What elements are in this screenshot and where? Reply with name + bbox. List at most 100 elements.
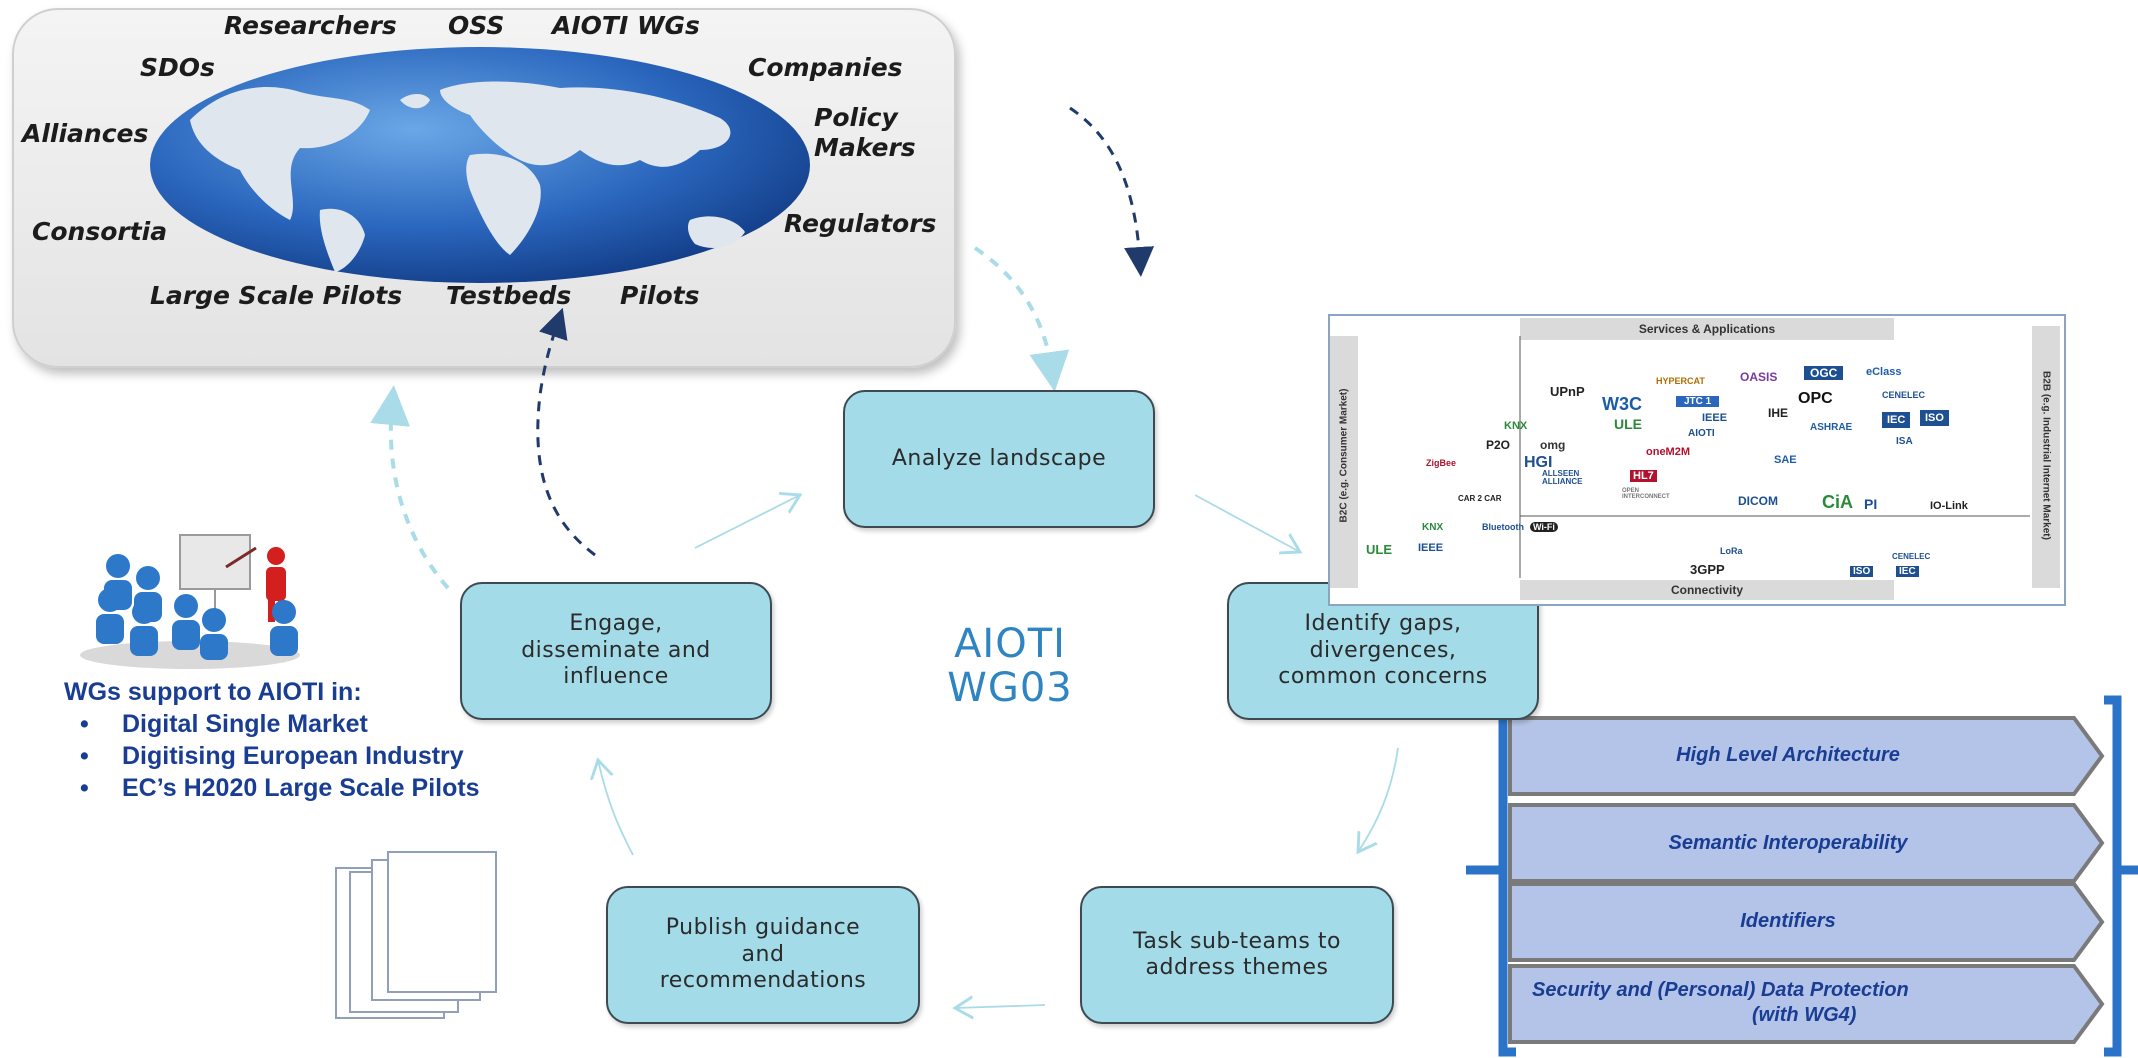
step-publish-label-2: and (741, 941, 785, 967)
logo-omg: omg (1540, 438, 1566, 452)
label-companies: Companies (748, 53, 903, 82)
landscape-top-label: Services & Applications (1520, 318, 1894, 340)
logo-wifi: Wi-Fi (1530, 522, 1558, 532)
step-identify-label-2: divergences, (1309, 637, 1457, 663)
logo-ogc: OGC (1804, 366, 1844, 380)
logo-allseen: ALLSEEN ALLIANCE (1542, 469, 1583, 486)
step-analyze-landscape: Analyze landscape (843, 390, 1155, 528)
support-item-label: Digital Single Market (122, 710, 368, 738)
step-engage: Engage, disseminate and influence (460, 582, 772, 720)
cycle-center-title: AIOTI WG03 (880, 622, 1140, 710)
workgroup-label-2: (with WG4) (1752, 1004, 1857, 1026)
logo-bluetooth: Bluetooth (1482, 522, 1524, 532)
landscape-left-bar (1330, 336, 1358, 588)
logo-ule: ULE (1614, 416, 1642, 432)
label-pilots: Pilots (620, 281, 700, 310)
globe-image (150, 47, 810, 283)
logo-opc: OPC (1798, 390, 1833, 407)
step-publish-guidance: Publish guidance and recommendations (606, 886, 920, 1024)
logo-3gpp: 3GPP (1690, 562, 1725, 577)
support-item-digitising-industry: • Digitising European Industry (80, 742, 464, 771)
logo-cenelec-2: CENELEC (1892, 552, 1931, 561)
logo-iso-2: ISO (1850, 566, 1874, 577)
workgroup-label: High Level Architecture (1676, 743, 1900, 766)
logo-car2car: CAR 2 CAR (1458, 494, 1502, 503)
logo-zigbee: ZigBee (1426, 458, 1457, 468)
logo-iec-2: IEC (1896, 566, 1919, 577)
logo-knx-2: KNX (1422, 522, 1444, 533)
logo-hypercat: HYPERCAT (1656, 376, 1705, 386)
logo-ieee-2: IEEE (1418, 542, 1444, 554)
label-policy-makers-1: Policy (814, 103, 898, 132)
step-identify-label-1: Identify gaps, (1304, 611, 1462, 637)
workgroup-high-level-architecture: High Level Architecture (1508, 718, 2100, 792)
logo-cenelec: CENELEC (1882, 390, 1926, 400)
bullet-icon: • (80, 742, 89, 770)
presentation-audience-icon (80, 534, 300, 669)
workgroup-chevrons (1508, 716, 2105, 1044)
step-task-sub-teams: Task sub-teams to address themes (1080, 886, 1394, 1024)
label-testbeds: Testbeds (446, 281, 572, 310)
standards-landscape-image: Services & Applications Connectivity B2C… (1328, 314, 2066, 606)
logo-knx: KNX (1504, 420, 1528, 432)
label-aioti-wgs: AIOTI WGs (552, 11, 700, 40)
logo-ieee: IEEE (1702, 412, 1728, 424)
logo-jtc1: JTC 1 (1676, 396, 1720, 407)
logo-dicom: DICOM (1738, 494, 1778, 508)
support-item-label: Digitising European Industry (122, 742, 464, 770)
logo-cia: CiA (1822, 492, 1853, 512)
logo-aioti: AIOTI (1688, 428, 1715, 439)
workgroup-label: Semantic Interoperability (1668, 831, 1908, 854)
logo-isa: ISA (1896, 436, 1913, 447)
landscape-bottom-label: Connectivity (1520, 580, 1894, 600)
bullet-icon: • (80, 774, 89, 802)
support-item-digital-single-market: •Digital Single Market (80, 710, 368, 739)
logo-eclass: eClass (1866, 366, 1902, 378)
logo-io-link: IO-Link (1930, 500, 1968, 512)
logo-sae: SAE (1774, 454, 1797, 466)
workgroup-label: Security and (Personal) Data Protection (1532, 979, 1909, 1001)
workgroup-identifiers: Identifiers (1508, 884, 2100, 958)
logo-hl7: HL7 (1630, 470, 1657, 482)
workgroup-semantic-interoperability: Semantic Interoperability (1508, 806, 2100, 880)
logo-iec: IEC (1882, 412, 1911, 428)
landscape-right-bar (2032, 326, 2060, 588)
label-sdos: SDOs (140, 53, 215, 82)
support-item-label: EC’s H2020 Large Scale Pilots (122, 774, 480, 802)
logo-onem2m: oneM2M (1646, 446, 1690, 458)
label-researchers: Researchers (224, 11, 397, 40)
step-engage-label-3: influence (563, 664, 669, 690)
label-policy-makers-2: Makers (814, 133, 916, 162)
step-publish-label-3: recommendations (659, 968, 867, 994)
label-large-scale-pilots: Large Scale Pilots (150, 281, 403, 310)
center-title-line-1: AIOTI (954, 621, 1066, 667)
landscape-axes (1519, 336, 2030, 578)
logo-upnp: UPnP (1550, 384, 1585, 399)
logo-lora: LoRa (1720, 546, 1743, 556)
logo-iso: ISO (1920, 410, 1949, 426)
logo-hgi: HGI (1524, 454, 1553, 471)
step-engage-label-1: Engage, (569, 611, 663, 637)
step-task-label-2: address themes (1145, 955, 1329, 980)
label-consortia: Consortia (32, 217, 168, 246)
label-alliances: Alliances (22, 119, 149, 148)
workgroup-label-block: Security and (Personal) Data Protection … (1508, 966, 2068, 1040)
center-title-line-2: WG03 (947, 665, 1073, 711)
label-regulators: Regulators (784, 209, 937, 238)
logo-open-interconnect: OPEN INTERCONNECT (1622, 488, 1670, 500)
logo-w3c: W3C (1602, 394, 1642, 414)
logo-pi: PI (1864, 496, 1878, 512)
step-task-label-1: Task sub-teams to (1133, 928, 1341, 954)
workgroup-security-data-protection: Security and (Personal) Data Protection … (1508, 966, 2100, 1040)
logo-ashrae: ASHRAE (1810, 422, 1853, 433)
logo-ule-2: ULE (1366, 542, 1392, 557)
logo-ihe: IHE (1768, 406, 1789, 420)
documents-icon (335, 851, 497, 1019)
label-oss: OSS (448, 11, 505, 40)
step-publish-label-1: Publish guidance (665, 915, 861, 941)
logo-oasis: OASIS (1740, 370, 1778, 384)
step-identify-label-3: common concerns (1278, 664, 1488, 690)
support-title: WGs support to AIOTI in: (64, 678, 362, 706)
step-analyze-label: Analyze landscape (891, 445, 1107, 471)
logo-p2o: P2O (1486, 438, 1511, 452)
